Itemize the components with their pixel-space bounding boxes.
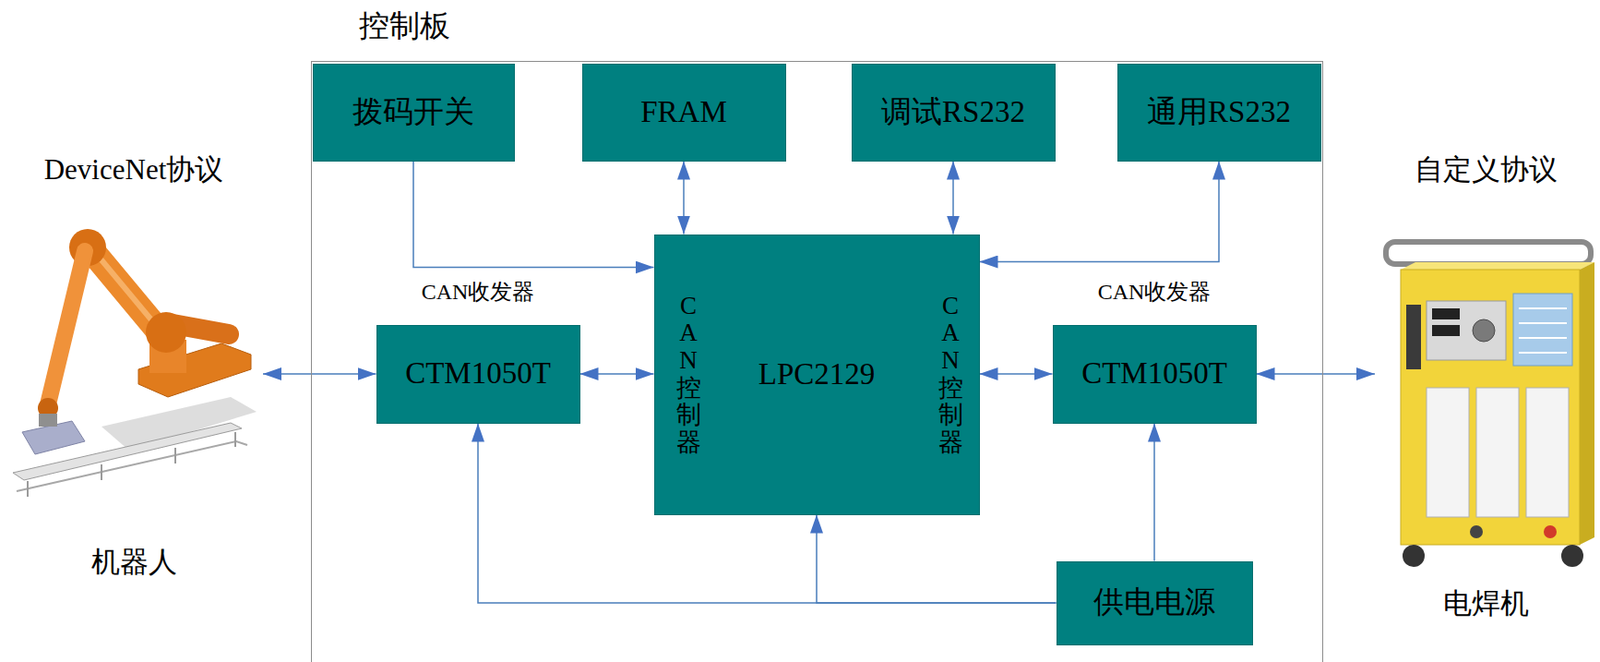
track-leg bbox=[174, 447, 177, 464]
node-label: 调试RS232 bbox=[881, 94, 1026, 132]
transceiver-box: CAN收发器CTM1050T bbox=[376, 324, 581, 424]
robot-tool bbox=[38, 413, 58, 427]
node-label: FRAM bbox=[640, 94, 728, 132]
heading-label: CAN收发器 bbox=[421, 278, 536, 306]
connector bbox=[262, 372, 377, 375]
heading-label: CAN收发器 bbox=[1098, 278, 1212, 306]
welder-vent bbox=[1526, 387, 1569, 517]
vertical-label: CAN控制器 bbox=[676, 291, 702, 456]
welder-terminal bbox=[1543, 525, 1557, 538]
node-label: 供电电源 bbox=[1093, 584, 1216, 621]
robot-forearm bbox=[47, 250, 85, 405]
welder-display bbox=[1432, 308, 1460, 320]
track-leg bbox=[234, 431, 237, 447]
welder-display-panel bbox=[1426, 300, 1506, 360]
robot-arm-highlight bbox=[94, 250, 159, 329]
connector bbox=[1153, 423, 1156, 562]
module-box: 拨码开关 bbox=[312, 63, 515, 162]
welder-vent bbox=[1476, 387, 1519, 517]
welder-top bbox=[1400, 262, 1595, 270]
connector bbox=[979, 161, 1220, 263]
welder-front bbox=[1400, 269, 1580, 545]
module-box: 通用RS232 bbox=[1117, 63, 1322, 162]
welder-handle bbox=[1385, 241, 1591, 264]
node-label: LPC2129 bbox=[758, 356, 876, 394]
node-label: 电焊机 bbox=[1374, 585, 1597, 621]
welder-terminal bbox=[1469, 525, 1483, 538]
node-label: 自定义协议 bbox=[1374, 152, 1597, 187]
module-box: FRAM bbox=[582, 63, 787, 162]
welder-side bbox=[1579, 262, 1595, 545]
track-leg bbox=[100, 464, 103, 480]
welder-panel-line bbox=[1518, 307, 1567, 310]
vertical-label: CAN控制器 bbox=[938, 291, 964, 456]
control-board: 控制板拨码开关FRAM调试RS232通用RS232CAN收发器CTM1050TC… bbox=[310, 60, 1324, 662]
welder-panel-line bbox=[1518, 322, 1567, 324]
node-label: CTM1050T bbox=[405, 355, 551, 393]
connector bbox=[1256, 372, 1376, 375]
connector bbox=[979, 372, 1053, 375]
welder-panel-line bbox=[1518, 351, 1567, 354]
connector bbox=[413, 161, 655, 268]
node-label: 拨码开关 bbox=[352, 94, 475, 132]
welder-knob bbox=[1472, 319, 1495, 342]
connector bbox=[952, 161, 955, 235]
welder-vent bbox=[1426, 387, 1469, 517]
node-label: DeviceNet协议 bbox=[4, 152, 263, 187]
welder-wheel bbox=[1561, 544, 1584, 567]
mcu-box: CAN控制器 LPC2129 CAN控制器 bbox=[654, 234, 980, 515]
node-label: 机器人 bbox=[4, 544, 263, 579]
heading-label: 控制板 bbox=[358, 8, 451, 46]
connector bbox=[682, 161, 685, 235]
welder-panel-line bbox=[1518, 336, 1567, 339]
welder-wheel bbox=[1402, 544, 1425, 567]
connector bbox=[816, 514, 1057, 604]
module-box: 调试RS232 bbox=[851, 63, 1056, 162]
node-label: 通用RS232 bbox=[1146, 94, 1291, 132]
welder-illustration bbox=[1385, 241, 1595, 567]
track-leg bbox=[26, 480, 29, 497]
robot-illustration bbox=[12, 228, 257, 497]
welder-blue-panel bbox=[1513, 293, 1573, 366]
welder-brand-strip bbox=[1406, 304, 1421, 370]
robot-shoulder bbox=[145, 311, 187, 353]
power-box: 供电电源 bbox=[1056, 561, 1254, 645]
connector bbox=[580, 372, 655, 375]
robot-node: DeviceNet协议机器人 bbox=[4, 147, 263, 586]
transceiver-box: CAN收发器CTM1050T bbox=[1052, 324, 1257, 424]
welder-node: 自定义协议电焊机 bbox=[1374, 147, 1597, 628]
node-label: CTM1050T bbox=[1081, 355, 1228, 393]
welder-display bbox=[1432, 324, 1460, 336]
